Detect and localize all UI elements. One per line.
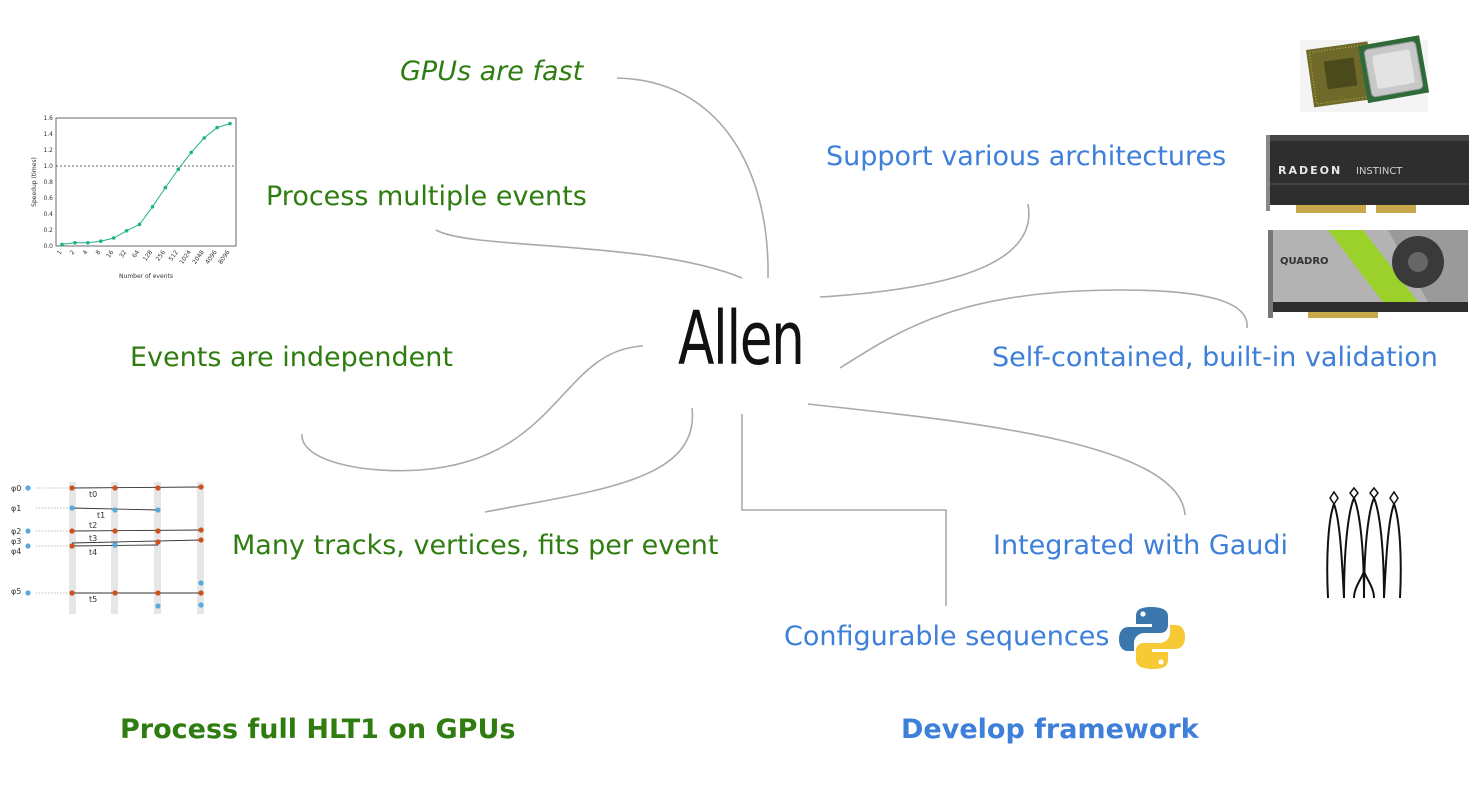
speedup-point: [111, 236, 116, 240]
x-tick-label: 256: [155, 249, 167, 263]
quadro-brand: QUADRO: [1280, 256, 1329, 267]
phi-label-1: φ1: [11, 504, 21, 513]
radeon-model: INSTINCT: [1356, 166, 1403, 177]
label-gpus-fast: GPUs are fast: [400, 56, 584, 87]
x-tick-label: 128: [142, 249, 154, 263]
cpu-chips-icon: [1300, 35, 1430, 112]
connector-process-multiple: [435, 229, 743, 279]
x-tick-label: 8096: [217, 249, 232, 266]
track-label-1: t1: [97, 511, 105, 520]
x-tick-label: 64: [131, 249, 141, 259]
phi-label-3: φ3: [11, 537, 21, 546]
phi-label-0: φ0: [11, 484, 21, 493]
connector-self-contained: [839, 289, 1248, 369]
x-tick-label: 16: [105, 249, 115, 259]
speedup-point: [163, 185, 168, 190]
y-tick-label: 1.2: [43, 147, 53, 154]
track-label-5: t5: [89, 595, 97, 604]
y-tick-label: 0.8: [43, 179, 53, 186]
connector-gaudi: [807, 403, 1186, 516]
speedup-point: [189, 150, 194, 155]
connector-gpus-fast: [616, 77, 769, 279]
connector-configurable: [741, 414, 947, 606]
speedup-point: [176, 167, 181, 171]
label-support-architectures: Support various architectures: [826, 141, 1227, 172]
radeon-card-icon: RADEON INSTINCT: [1266, 135, 1469, 213]
speedup-point: [215, 125, 219, 130]
label-configurable-sequences: Configurable sequences: [784, 621, 1110, 652]
x-tick-label: 2: [69, 249, 77, 256]
label-process-multiple-events: Process multiple events: [266, 181, 587, 212]
phi-label-5: φ5: [11, 587, 21, 596]
label-many-tracks: Many tracks, vertices, fits per event: [232, 530, 719, 561]
y-tick-label: 1.6: [43, 115, 53, 122]
track-label-2: t2: [89, 521, 97, 530]
y-tick-label: 0.2: [43, 227, 53, 234]
gaudi-cathedral-icon: [1326, 486, 1402, 599]
track-label-3: t3: [89, 534, 97, 543]
speedup-point: [124, 229, 129, 233]
connector-events-independent: [301, 345, 644, 472]
phi-label-4: φ4: [11, 547, 21, 556]
label-events-independent: Events are independent: [130, 342, 453, 373]
track-label-4: t4: [89, 548, 97, 557]
x-axis-label: Number of events: [119, 273, 173, 280]
track-lines: [71, 486, 202, 594]
x-tick-label: 4096: [204, 249, 219, 266]
speedup-point: [150, 205, 155, 209]
python-logo-icon: [1119, 607, 1185, 669]
y-tick-label: 0.6: [43, 195, 53, 202]
x-tick-label: 4: [82, 249, 90, 256]
x-tick-label: 2048: [191, 249, 206, 266]
y-tick-label: 0.4: [43, 211, 53, 218]
speedup-series-line: [61, 123, 231, 245]
label-self-contained-validation: Self-contained, built-in validation: [992, 342, 1438, 373]
speedup-point: [60, 242, 64, 247]
x-tick-label: 8: [94, 249, 102, 256]
heading-develop-framework: Develop framework: [901, 714, 1199, 745]
x-tick-label: 1024: [178, 249, 193, 266]
x-tick-label: 32: [118, 249, 128, 259]
quadro-card-icon: QUADRO: [1268, 230, 1468, 318]
y-tick-label: 0.0: [43, 243, 53, 250]
track-label-0: t0: [89, 490, 97, 499]
radeon-brand: RADEON: [1278, 164, 1342, 177]
hits-blue: [25, 485, 204, 609]
phi-label-2: φ2: [11, 527, 21, 536]
x-tick-label: 1: [56, 249, 64, 256]
y-axis-label: Speedup (times): [31, 157, 38, 207]
speedup-point: [137, 222, 142, 227]
dotted-guides: [36, 487, 69, 594]
tracks-figure: φ0 φ1 φ2 φ3 φ4 φ5 t0 t1 t2 t3 t4 t5: [11, 482, 204, 614]
connector-support-arch: [819, 203, 1030, 298]
label-integrated-gaudi: Integrated with Gaudi: [993, 530, 1289, 561]
y-tick-label: 1.4: [43, 131, 53, 138]
connector-many-tracks: [484, 407, 694, 513]
plot-frame: [55, 117, 237, 247]
y-tick-label: 1.0: [43, 163, 53, 170]
heading-process-full-hlt1: Process full HLT1 on GPUs: [120, 714, 516, 745]
speedup-point: [202, 136, 206, 140]
speedup-point: [228, 121, 232, 126]
speedup-point: [73, 241, 77, 245]
center-title: Allen: [678, 296, 805, 382]
speedup-point: [98, 239, 103, 243]
speedup-point: [86, 241, 90, 245]
